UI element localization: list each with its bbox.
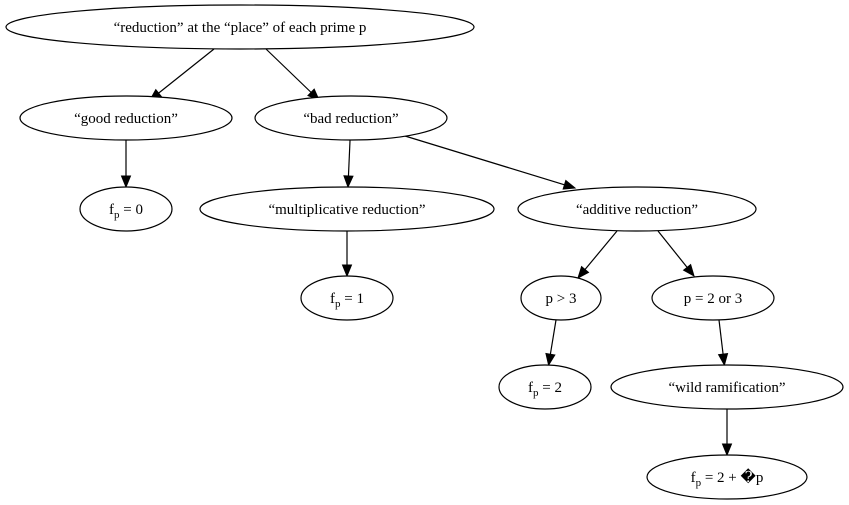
missing-glyph-box: �: [741, 468, 757, 486]
node-good-reduction-shape: [19, 95, 233, 141]
node-root-label: “reduction” at the “place” of each prime…: [114, 20, 367, 36]
node-bad-reduction-shape: [254, 95, 448, 141]
edge-root-to-good: [158, 48, 215, 94]
fp-2-subscript: p: [533, 387, 539, 399]
fp-1-subscript: p: [335, 298, 341, 310]
edge-additive-to-p_2_or_3: [657, 230, 688, 268]
node-p-gt-3: p > 3: [520, 275, 602, 321]
node-root-shape: [5, 4, 475, 50]
node-p-gt-3-label: p > 3: [546, 291, 577, 307]
node-fp-0-label: fp = 0: [109, 202, 143, 221]
arrowhead-additive-to-p_gt_3: [577, 265, 590, 280]
node-additive-reduction-label: “additive reduction”: [576, 202, 698, 218]
fp-wild-subscript: p: [696, 477, 702, 489]
node-bad-reduction-label: “bad reduction”: [303, 111, 398, 127]
fp-wild-base: f: [691, 470, 696, 486]
edges: [120, 48, 733, 457]
node-root: “reduction” at the “place” of each prime…: [5, 4, 475, 50]
fp-wild-tail: p: [756, 470, 764, 486]
fp-2-value: = 2: [539, 380, 562, 396]
node-p-2-or-3-label: p = 2 or 3: [684, 291, 742, 307]
edge-p_2_or_3-to-wild: [718, 319, 724, 355]
node-fp-2-shape: [498, 364, 592, 410]
edge-root-to-bad: [265, 48, 312, 93]
node-additive-reduction-shape: [517, 186, 757, 232]
fp-2-base: f: [528, 380, 533, 396]
node-p-2-or-3-shape: [651, 275, 775, 321]
fp-wild-sum: = 2 +: [701, 470, 740, 486]
fp-0-subscript: p: [114, 209, 120, 221]
node-good-reduction: “good reduction”: [19, 95, 233, 141]
node-additive-reduction: “additive reduction”: [517, 186, 757, 232]
node-bad-reduction: “bad reduction”: [254, 95, 448, 141]
node-multiplicative-reduction-shape: [199, 186, 495, 232]
node-p-2-or-3: p = 2 or 3: [651, 275, 775, 321]
fp-1-value: = 1: [341, 291, 364, 307]
node-fp-1-shape: [300, 275, 394, 321]
arrowhead-wild-to-fp_wild: [721, 443, 733, 457]
edge-p_gt_3-to-fp2: [549, 319, 557, 355]
node-good-reduction-label: “good reduction”: [74, 111, 178, 127]
edge-additive-to-p_gt_3: [584, 230, 618, 270]
node-p-gt-3-shape: [520, 275, 602, 321]
arrowhead-multiplicative-to-fp1: [341, 264, 353, 278]
fp-0-base: f: [109, 202, 114, 218]
arrowhead-bad-to-multiplicative: [343, 175, 354, 189]
node-multiplicative-reduction-label: “multiplicative reduction”: [268, 202, 425, 218]
fp-1-base: f: [330, 291, 335, 307]
arrowhead-additive-to-p_2_or_3: [682, 263, 695, 278]
node-wild-ramification: “wild ramification”: [610, 364, 844, 410]
arrowhead-p_2_or_3-to-wild: [717, 352, 729, 367]
node-fp-wild-label: fp = 2 + �p: [691, 468, 764, 489]
edge-bad-to-additive: [404, 135, 565, 186]
node-fp-wild: fp = 2 + �p: [646, 454, 808, 500]
arrowhead-p_gt_3-to-fp2: [545, 352, 556, 367]
node-wild-ramification-label: “wild ramification”: [668, 380, 785, 396]
node-fp-wild-shape: [646, 454, 808, 500]
node-multiplicative-reduction: “multiplicative reduction”: [199, 186, 495, 232]
node-fp-2: fp = 2: [498, 364, 592, 410]
node-fp-2-label: fp = 2: [528, 380, 562, 399]
node-fp-1: fp = 1: [300, 275, 394, 321]
node-wild-ramification-shape: [610, 364, 844, 410]
arrowhead-good-to-fp0: [120, 175, 132, 189]
node-fp-1-label: fp = 1: [330, 291, 364, 310]
arrowhead-bad-to-additive: [562, 179, 577, 190]
edge-bad-to-multiplicative: [347, 139, 351, 177]
fp-0-value: = 0: [120, 202, 143, 218]
node-fp-0-shape: [79, 186, 173, 232]
node-fp-0: fp = 0: [79, 186, 173, 232]
